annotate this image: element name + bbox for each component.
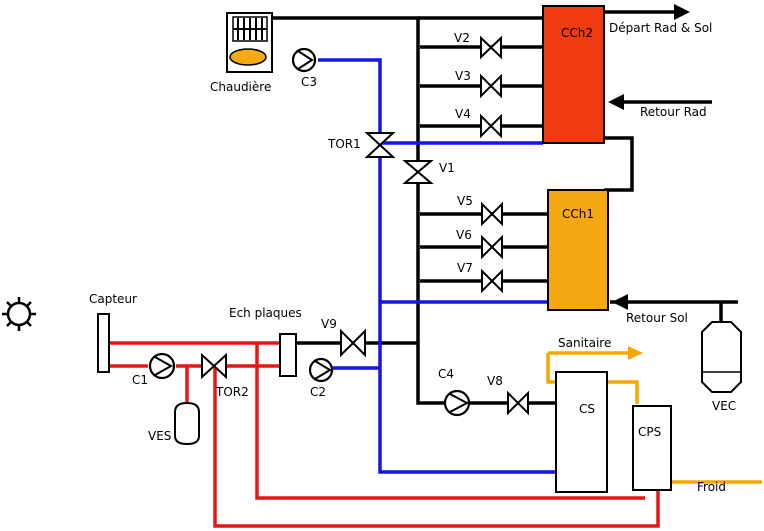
label-v8: V8	[487, 374, 503, 388]
label-c4: C4	[438, 367, 454, 381]
sanitaire-arrow-icon	[548, 346, 643, 360]
label-tor2: TOR2	[215, 385, 249, 399]
label-capteur: Capteur	[89, 292, 137, 306]
retour-sol-arrow-icon	[612, 294, 628, 310]
label-v2: V2	[454, 31, 470, 45]
valve-v4-icon	[480, 113, 502, 139]
label-v1: V1	[439, 161, 455, 175]
cps-tank	[632, 405, 672, 491]
label-tor1: TOR1	[327, 137, 361, 151]
ves-expansion-vessel-icon	[174, 401, 200, 446]
label-cps: CPS	[638, 425, 661, 439]
valve-v5-icon	[481, 201, 503, 227]
collector-panel	[97, 313, 110, 373]
label-v4: V4	[455, 107, 471, 121]
depart-arrow-icon	[604, 4, 690, 20]
label-c1: C1	[132, 373, 148, 387]
valve-v6-icon	[481, 234, 503, 260]
labels: Chaudière C3 TOR1 V1 V2 V3 V4 V5 V6 V7 V…	[89, 21, 736, 494]
flame-icon	[229, 48, 267, 66]
valve-v3-icon	[480, 73, 502, 99]
label-ves: VES	[148, 429, 171, 443]
blue-pipes	[318, 58, 556, 474]
label-cch1: CCh1	[562, 207, 594, 221]
valve-tor1-icon	[364, 132, 396, 158]
label-v5: V5	[457, 194, 473, 208]
valve-tor2-icon	[201, 352, 227, 380]
vec-expansion-vessel-icon	[701, 321, 742, 393]
retour-rad-arrow-icon	[608, 94, 712, 110]
valve-v8-icon	[507, 390, 529, 416]
valve-v9-icon	[340, 328, 366, 358]
label-depart: Départ Rad & Sol	[609, 21, 712, 35]
label-v7: V7	[457, 261, 473, 275]
cch1-tank	[547, 189, 609, 311]
label-v3: V3	[455, 69, 471, 83]
label-chaudiere: Chaudière	[210, 80, 271, 94]
boiler-grid-icon	[233, 18, 267, 40]
label-c2: C2	[310, 385, 326, 399]
label-froid: Froid	[697, 480, 726, 494]
label-retour-sol: Retour Sol	[626, 311, 688, 325]
pump-c2-icon	[308, 357, 334, 383]
sun-icon	[2, 297, 36, 331]
cch2-tank	[542, 5, 605, 144]
valve-v2-icon	[480, 35, 502, 60]
label-ech-plaques: Ech plaques	[229, 306, 302, 320]
label-vec: VEC	[712, 399, 736, 413]
pump-c4-icon	[443, 389, 471, 417]
label-c3: C3	[301, 75, 317, 89]
plate-exchanger	[279, 333, 297, 377]
cs-tank	[555, 371, 608, 493]
label-v9: V9	[321, 317, 337, 331]
pump-c1-icon	[148, 352, 176, 380]
valve-v1-icon	[402, 160, 434, 184]
valve-v7-icon	[481, 268, 503, 294]
label-sanitaire: Sanitaire	[558, 336, 611, 350]
label-retour-rad: Retour Rad	[640, 105, 707, 119]
label-cs: CS	[579, 402, 595, 416]
label-v6: V6	[456, 228, 472, 242]
boiler	[226, 12, 273, 73]
label-cch2: CCh2	[561, 26, 593, 40]
pump-c3-icon	[291, 47, 317, 73]
